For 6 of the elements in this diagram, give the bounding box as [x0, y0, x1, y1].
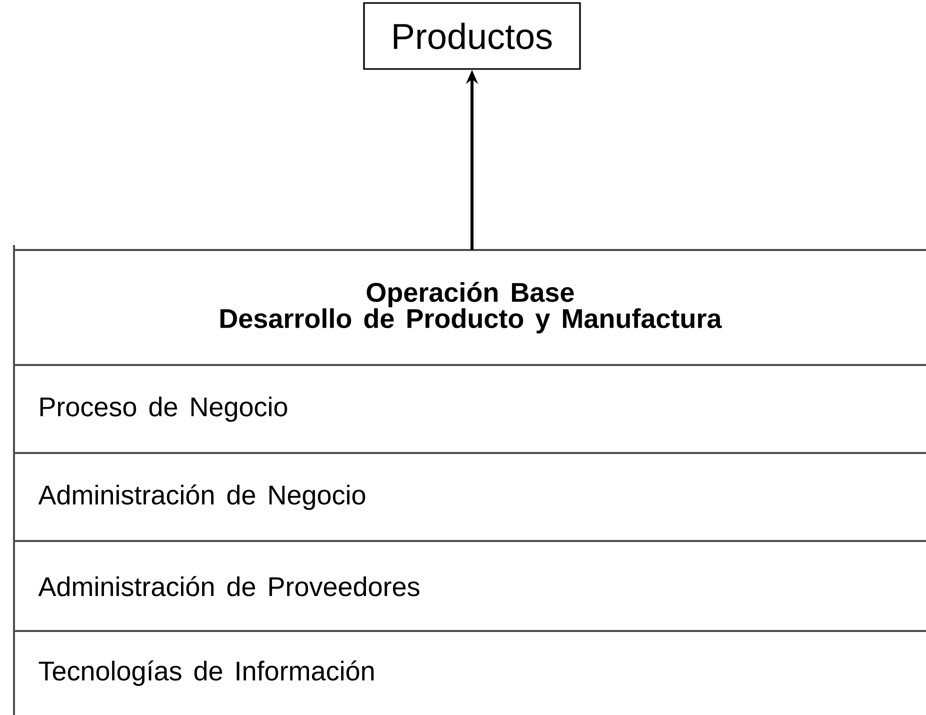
product-box: Productos — [363, 2, 581, 70]
table-row: Tecnologías de Información — [14, 630, 926, 686]
table-header: Operación Base Desarrollo de Producto y Manufactura — [14, 249, 926, 334]
table-row: Proceso de Negocio — [14, 364, 926, 422]
table-row: Administración de Negocio — [14, 452, 926, 510]
table-row: Administración de Proveedores — [14, 540, 926, 596]
